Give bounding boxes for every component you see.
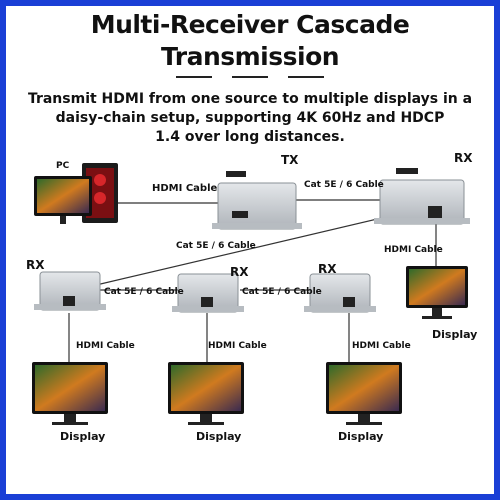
display-label-rx1: Display — [432, 328, 478, 341]
page-title-line1: Multi-Receiver Cascade — [90, 10, 410, 39]
hdmi-cable-label-rx1: HDMI Cable — [384, 245, 443, 255]
title-underline-1 — [176, 76, 212, 78]
cat-cable-label-tx: Cat 5E / 6 Cable — [304, 180, 384, 190]
display-rx2-icon — [32, 362, 108, 425]
display-label-rx4: Display — [338, 430, 384, 443]
rx2-label: RX — [26, 258, 45, 272]
pc-icon — [34, 163, 118, 224]
cat-cable-label-rx2: Cat 5E / 6 Cable — [104, 287, 184, 297]
subtitle-line1: Transmit HDMI from one source to multipl… — [27, 91, 473, 107]
hdmi-cable-label-rx3: HDMI Cable — [208, 341, 267, 351]
rx1-device-icon — [374, 168, 470, 225]
display-label-rx2: Display — [60, 430, 106, 443]
subtitle-line2: daisy-chain setup, supporting 4K 60Hz an… — [55, 110, 445, 126]
rx4-label: RX — [318, 262, 337, 276]
title-underline-2 — [232, 76, 268, 78]
rx1-label: RX — [454, 151, 473, 165]
tx-label: TX — [281, 153, 299, 167]
pc-label: PC — [56, 161, 70, 171]
subtitle-line3: 1.4 over long distances. — [155, 129, 345, 145]
rx3-device-icon — [172, 273, 244, 313]
hdmi-cable-label-pc: HDMI Cable — [152, 183, 218, 194]
tx-device-icon — [212, 171, 302, 230]
rx4-device-icon — [304, 273, 376, 313]
display-label-rx3: Display — [196, 430, 242, 443]
display-rx1-icon — [406, 266, 468, 319]
subtitle: Transmit HDMI from one source to multipl… — [20, 90, 480, 147]
cat-cable-label-rx3: Cat 5E / 6 Cable — [242, 287, 322, 297]
cable-lines — [68, 199, 437, 362]
title-underline-3 — [288, 76, 324, 78]
cat-cable-label-diagonal: Cat 5E / 6 Cable — [176, 241, 256, 251]
page-title-line2: Transmission — [160, 42, 340, 71]
rx2-device-icon — [34, 271, 106, 311]
hdmi-cable-label-rx4: HDMI Cable — [352, 341, 411, 351]
display-rx3-icon — [168, 362, 244, 425]
cat-cable-rx1-rx2 — [91, 215, 391, 287]
hdmi-cable-label-rx2: HDMI Cable — [76, 341, 135, 351]
display-rx4-icon — [326, 362, 402, 425]
rx3-label: RX — [230, 265, 249, 279]
